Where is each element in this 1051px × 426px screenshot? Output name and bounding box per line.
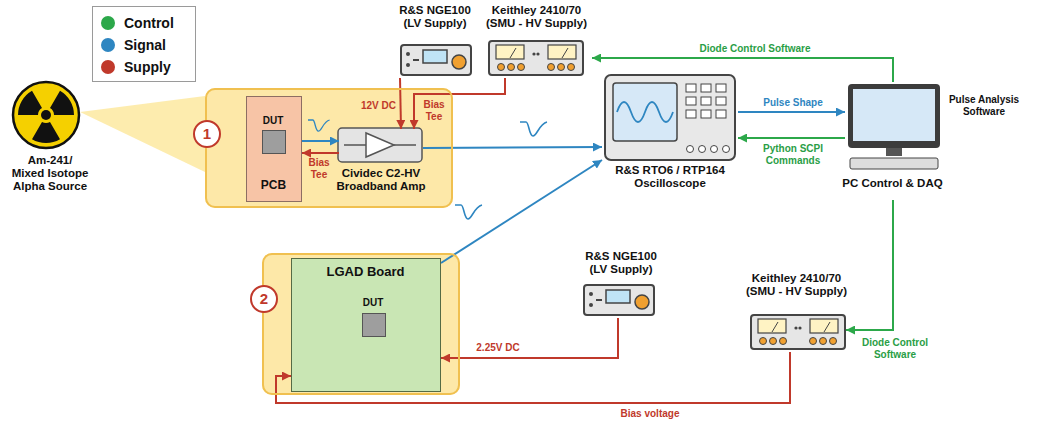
smu-supply: Keithley 2410/70 (SMU - HV Supply) [746,272,846,352]
edge-label: Bias Tee [300,157,338,180]
legend-swatch [101,38,115,52]
connector [738,111,845,113]
source-label: Am-241/ Mixed Isotope Alpha Source [10,154,90,194]
lv-supply: R&S NGE100 (LV Supply) [578,250,664,318]
smu-icon [751,315,845,349]
smu-icon [489,41,583,75]
callout-number: 2 [250,285,278,313]
connector [592,58,893,82]
software-label: Pulse Analysis Software [943,94,1025,117]
legend-swatch [101,16,115,30]
pc: PC Control & DAQPulse Analysis Software [845,82,940,200]
legend-text: Control [124,15,174,31]
connector [423,147,602,148]
amplifier-symbol [338,128,422,162]
lv-supply: R&S NGE100 (LV Supply) [392,4,478,78]
dut-label: DUT [353,297,393,309]
alpha-source: Am-241/ Mixed Isotope Alpha Source [4,80,96,208]
pcb-board: PCB DUT [246,96,302,202]
dut: DUT [357,297,391,343]
connector [414,78,505,129]
radiation-beam [80,96,205,172]
callout-number: 1 [193,120,221,148]
group-box: 1PCBDUTCividec C2-HV Broadband Amp [205,88,453,208]
device-label: Cividec C2-HV Broadband Amp [331,167,431,193]
device-label: R&S NGE100 (LV Supply) [578,250,664,276]
legend-row: Control [101,12,187,34]
radiation-symbol [13,82,79,148]
edge-label: Python SCPI Commands [748,143,838,166]
board-label: LGAD Board [292,265,439,280]
device-label: R&S NGE100 (LV Supply) [392,4,478,30]
lgad-board: LGAD BoardDUT [291,258,441,392]
connector [846,200,893,330]
oscilloscope-icon [605,75,735,160]
connector [400,78,401,129]
edge-label: 2.25V DC [462,342,534,354]
edge-label: Diode Control Software [850,337,940,360]
connector [302,140,339,142]
edge-label: Diode Control Software [660,43,850,55]
legend-swatch [101,60,115,74]
legend: ControlSignalSupply [92,6,196,82]
legend-row: Supply [101,56,187,78]
edge-label: Pulse Shape [743,97,843,109]
connector [441,318,618,358]
dut: DUT [257,115,291,157]
group-box: 2LGAD BoardDUT [262,253,460,395]
connector [441,160,602,263]
legend-row: Signal [101,34,187,56]
dut-chip [362,313,386,337]
device-label: PC Control & DAQ [837,177,948,190]
pulse-icon [308,120,547,219]
connector [738,137,845,139]
device-label: Keithley 2410/70 (SMU - HV Supply) [739,272,854,298]
legend-text: Supply [124,59,171,75]
connector [302,152,339,154]
lv-supply-icon [401,45,471,75]
board-label: PCB [247,179,300,193]
device-label: R&S RTO6 / RTP164 Oscilloscope [602,164,738,190]
legend-text: Signal [124,37,166,53]
dut-label: DUT [253,115,293,127]
edge-label: 12V DC [346,100,396,112]
lv-supply-icon [584,285,654,315]
device-label: Keithley 2410/70 (SMU - HV Supply) [479,4,594,30]
edge-label: Bias Tee [416,99,452,122]
dut-chip [262,130,286,154]
edge-label: Bias voltage [595,408,705,420]
group-fill [205,88,460,395]
computer-icon [848,84,940,169]
smu-supply: Keithley 2410/70 (SMU - HV Supply) [480,4,592,78]
oscilloscope: R&S RTO6 / RTP164 Oscilloscope [602,72,738,198]
amplifier: Cividec C2-HV Broadband Amp [339,129,423,207]
